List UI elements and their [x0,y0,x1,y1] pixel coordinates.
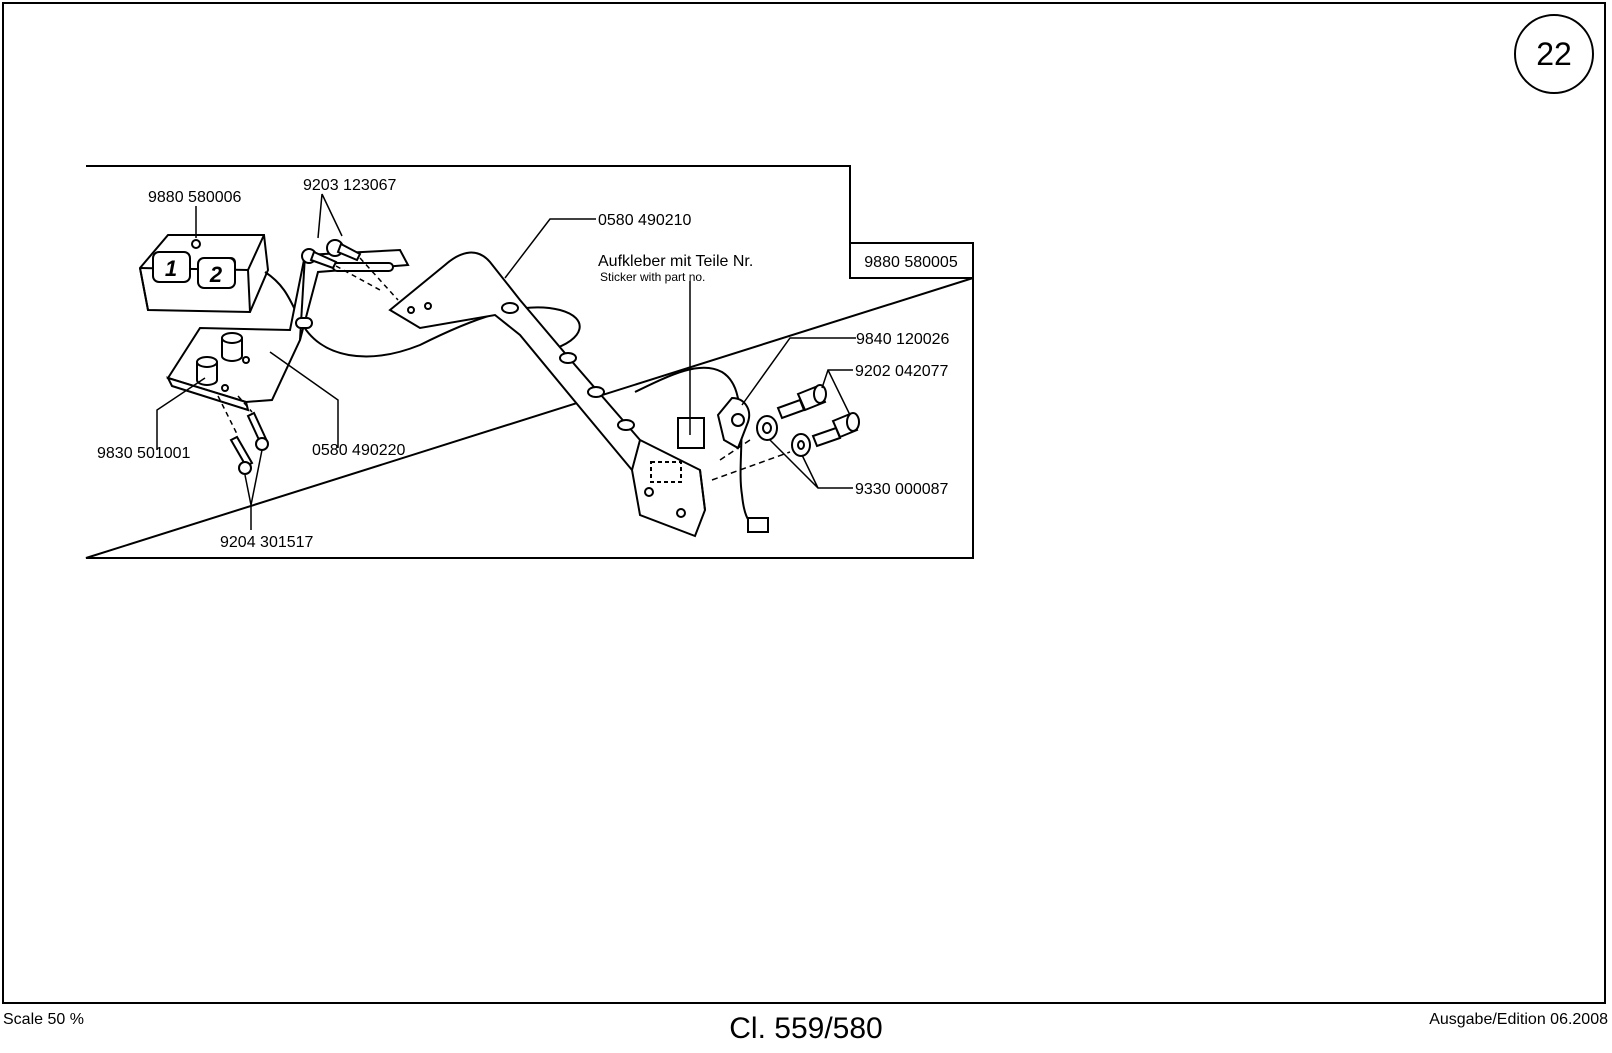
washers [757,416,810,456]
support-arm [390,253,705,536]
cable-clamp [718,398,749,448]
callout-screws-top: 9203 123067 [303,177,397,194]
sticker-label-de: Aufkleber mit Teile Nr. [598,253,753,270]
model-label: Cl. 559/580 [0,1012,1612,1046]
callout-arm: 0580 490210 [598,212,692,229]
keypad-key-1-label: 1 [165,256,177,281]
cap-bolts [778,385,859,446]
bottom-screws [231,413,268,474]
callout-bracket: 0580 490220 [312,442,406,459]
assembly-number: 9880 580005 [864,254,958,271]
edition-label: Ausgabe/Edition 06.2008 [1429,1011,1608,1029]
sticker-patch [678,418,704,448]
keypad-housing [140,235,268,312]
cable-connector [748,518,768,532]
callout-clamp: 9840 120026 [856,331,950,348]
callout-screws-bottom: 9204 301517 [220,534,314,551]
mounting-axis [712,440,790,480]
callout-keypad: 9880 580006 [148,189,242,206]
sticker-label-en: Sticker with part no. [600,270,705,284]
keypad-key-2-label: 2 [209,262,223,287]
callout-washers: 9330 000087 [855,481,949,498]
callout-spacer: 9830 501001 [97,445,191,462]
callout-bolts: 9202 042077 [855,363,949,380]
